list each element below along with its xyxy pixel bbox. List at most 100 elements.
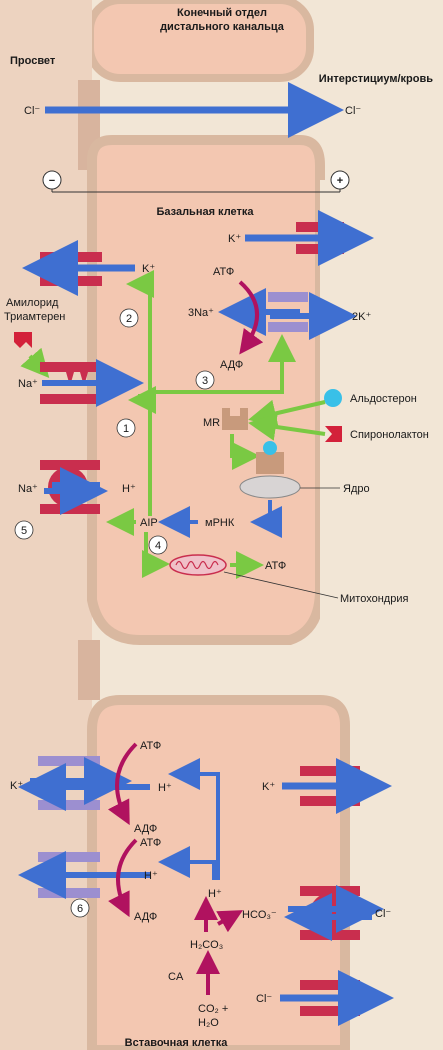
- amiloride-label: Амилорид: [6, 297, 59, 309]
- title-line-2: дистального канальца: [160, 21, 285, 33]
- nucleus-label: Ядро: [343, 483, 370, 495]
- triamterene-label: Триамтерен: [4, 311, 65, 323]
- h-nhe-label: H⁺: [122, 483, 136, 495]
- title-line-1: Конечный отдел: [177, 7, 267, 19]
- k-channel-basal-top: [296, 222, 344, 232]
- spironolactone-arrow: [248, 413, 326, 441]
- mrna-label: мРНК: [205, 517, 235, 529]
- aldosterone-bound-icon: [263, 441, 277, 455]
- aip-to-mito-arrow: [142, 532, 170, 578]
- h2co3-label: H₂CO₃: [190, 939, 223, 951]
- h-supply-arrow-1: [158, 846, 216, 880]
- k-basal-label: K⁺: [228, 233, 241, 245]
- atp-ic1-arrow: [107, 742, 138, 826]
- mr-complex-icon: [256, 452, 284, 474]
- adf-ic1-label: АДФ: [134, 823, 157, 835]
- number-3: 3: [202, 375, 208, 387]
- k-ic-right-label: K⁺: [262, 781, 275, 793]
- adf-ic2-label: АДФ: [134, 911, 157, 923]
- nhe-top: [40, 460, 100, 470]
- number-6: 6: [77, 903, 83, 915]
- number-1-icon: [116, 418, 136, 438]
- aip-branch: [138, 394, 150, 398]
- basal-cell-label: Базальная клетка: [156, 206, 254, 218]
- nucleus-to-mrna-arrow: [250, 500, 282, 538]
- cl-channel-top: [300, 980, 360, 990]
- romk-top: [40, 252, 102, 262]
- mr-receptor-icon: [222, 408, 248, 430]
- number-2-icon: [119, 308, 139, 328]
- ca-label: CA: [168, 971, 184, 983]
- co2-label: CO₂ +: [198, 1003, 228, 1015]
- k-channel-ic-bottom: [300, 796, 360, 806]
- cl-right-label: Cl⁻: [345, 105, 361, 117]
- atf-ic2-label: АТФ: [140, 837, 161, 849]
- number-3-icon: [195, 370, 215, 390]
- na-enac-label: Na⁺: [18, 378, 38, 390]
- enac-bottom: [40, 394, 102, 404]
- k-ic-left-label: K⁺: [10, 780, 23, 792]
- minus-icon: [42, 170, 62, 190]
- na-nhe-label: Na⁺: [18, 483, 38, 495]
- h-ic1-label: H⁺: [158, 782, 172, 794]
- number-1: 1: [123, 423, 129, 435]
- cl-left-label: Cl⁻: [24, 105, 40, 117]
- spironolactone-label: Спиронолактон: [350, 429, 429, 441]
- k-apical-label: K⁺: [142, 263, 155, 275]
- atf-basal-label: АТФ: [213, 266, 234, 278]
- adf-basal-label: АДФ: [220, 359, 243, 371]
- h-ic3-label: H⁺: [208, 888, 222, 900]
- mr-label: MR: [203, 417, 220, 429]
- h-supply-arrow-2: [168, 758, 220, 790]
- aip-to-romk-arrow: [126, 270, 154, 516]
- plus-icon: [330, 170, 350, 190]
- enac-gates: [66, 372, 88, 386]
- aip-to-nak-arrow: [150, 334, 296, 394]
- h2co3-to-hco3-arrow: [216, 910, 243, 933]
- number-6-icon: [70, 898, 90, 918]
- lumen-label: Просвет: [10, 55, 56, 67]
- nak-atpase-bottom: [268, 322, 308, 332]
- junction-bottom: [78, 640, 100, 700]
- interstitium-label: Интерстициум/кровь: [319, 73, 433, 85]
- number-5-icon: [14, 520, 34, 540]
- hk-atpase-bottom: [38, 800, 100, 810]
- romk-bottom: [40, 276, 102, 286]
- h-ic2-label: H⁺: [144, 870, 158, 882]
- plus-label: +: [337, 175, 343, 187]
- h-atpase-bottom: [38, 888, 100, 898]
- enac-top: [40, 362, 102, 372]
- hk-atpase-top: [38, 756, 100, 766]
- number-2: 2: [126, 313, 132, 325]
- number-5: 5: [21, 525, 27, 537]
- hco3-label: HCO₃⁻: [242, 909, 277, 921]
- atf-ic1-label: АТФ: [140, 740, 161, 752]
- cl-ic-ae-label: Cl⁻: [375, 908, 391, 920]
- atp-hydrolysis-arrow: [238, 280, 264, 355]
- number-4: 4: [155, 540, 161, 552]
- h2o-label: H₂O: [198, 1017, 219, 1029]
- ae-top: [300, 886, 360, 896]
- mito-leader: [223, 571, 339, 599]
- amiloride-icon: [14, 332, 32, 348]
- nak-atpase-top: [268, 292, 308, 302]
- atp-ic2-arrow: [108, 838, 138, 918]
- aldosterone-icon: [324, 389, 342, 407]
- mr-to-complex-arrow: [230, 434, 260, 470]
- spironolactone-icon: [325, 426, 342, 442]
- minus-label: −: [49, 175, 55, 187]
- k-channel-basal-bottom: [296, 244, 344, 254]
- cl-channel-bottom: [300, 1006, 360, 1016]
- aldosterone-label: Альдостерон: [350, 393, 417, 405]
- nucleus-icon: [239, 475, 301, 499]
- ae-exchanger: [310, 893, 350, 933]
- mitochondria-label: Митохондрия: [340, 593, 408, 605]
- na3-label: 3Na⁺: [188, 307, 214, 319]
- mitochondria-icon: [169, 554, 227, 576]
- intercalated-cell-label: Вставочная клетка: [125, 1037, 229, 1049]
- h-atpase-top: [38, 852, 100, 862]
- k2-label: 2K⁺: [352, 311, 371, 323]
- aip-label: AIP: [140, 517, 158, 529]
